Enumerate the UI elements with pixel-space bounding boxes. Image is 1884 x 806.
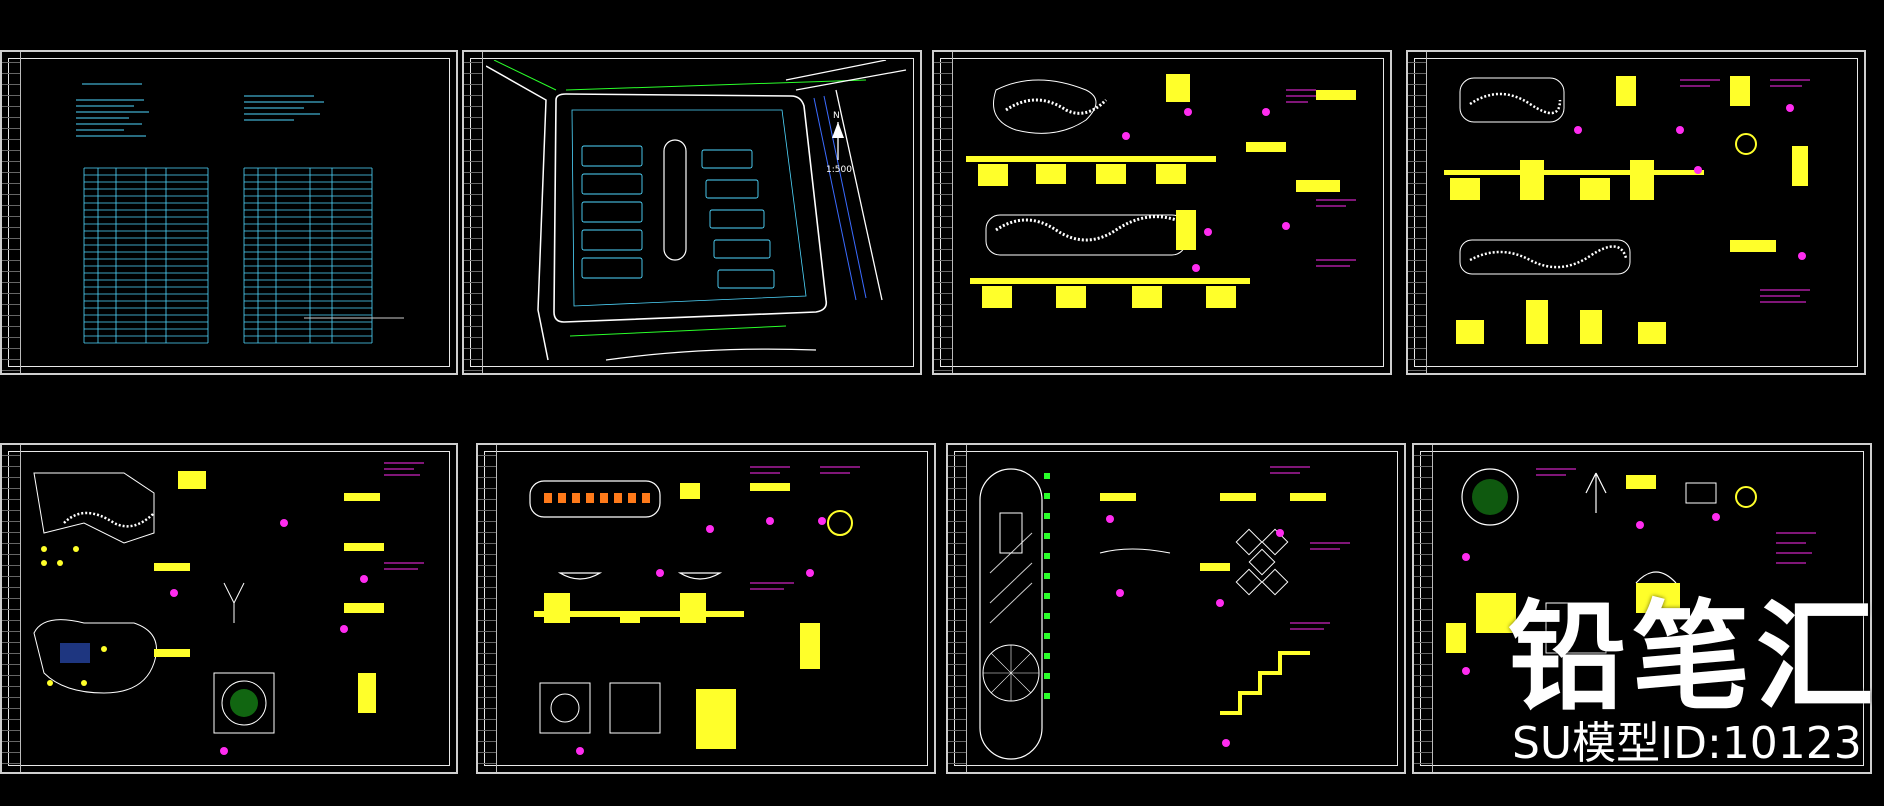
details-drawing-b bbox=[1444, 76, 1810, 344]
sheet-6-fountain-details[interactable] bbox=[476, 443, 936, 774]
details-drawing-d bbox=[529, 466, 860, 755]
site-plan-drawing: N 1:500 bbox=[486, 60, 907, 361]
details-drawing-c bbox=[33, 462, 424, 755]
watermark-brand: 铅笔汇 bbox=[1508, 588, 1881, 726]
title-strip bbox=[948, 445, 967, 772]
north-label: N bbox=[833, 111, 840, 121]
sheet-8-tree-pit-details[interactable] bbox=[1412, 443, 1872, 774]
sheet-5-details[interactable] bbox=[0, 443, 458, 774]
title-strip bbox=[934, 52, 953, 373]
north-arrow: N 1:500 bbox=[826, 111, 852, 175]
details-drawing-e bbox=[979, 466, 1350, 760]
sheet-4-details[interactable] bbox=[1406, 50, 1866, 375]
details-drawing-a bbox=[966, 74, 1356, 308]
sheet-3-details[interactable] bbox=[932, 50, 1392, 375]
title-strip bbox=[1408, 52, 1427, 373]
sheet-2-site-plan[interactable]: N 1:500 bbox=[462, 50, 922, 375]
details-drawing-f bbox=[1446, 468, 1816, 675]
title-strip bbox=[464, 52, 483, 373]
watermark-id: SU模型ID:10123 bbox=[1512, 718, 1862, 769]
index-table-drawing bbox=[76, 83, 404, 344]
title-strip bbox=[1414, 445, 1433, 772]
sheet-1-index[interactable] bbox=[0, 50, 458, 375]
title-strip bbox=[2, 445, 21, 772]
title-strip bbox=[2, 52, 21, 373]
sheet-7-plaza-details[interactable] bbox=[946, 443, 1406, 774]
scale-label: 1:500 bbox=[826, 165, 852, 175]
title-strip bbox=[478, 445, 497, 772]
